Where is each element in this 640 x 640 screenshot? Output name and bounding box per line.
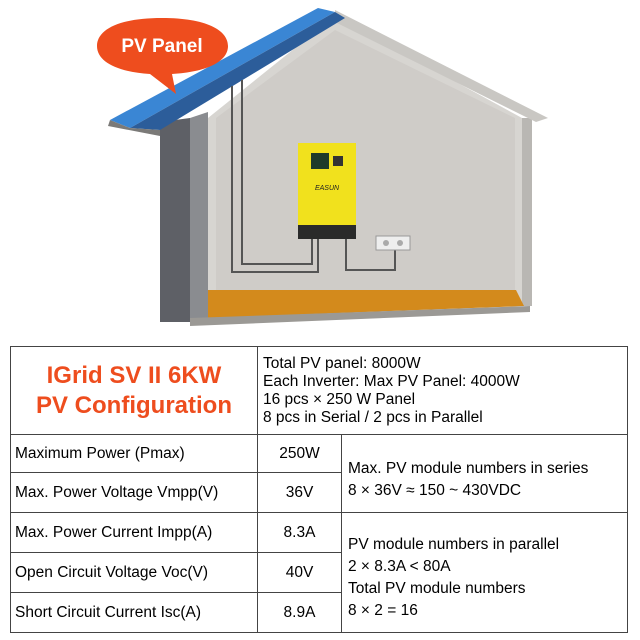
parallel-note-line: PV module numbers in parallel (348, 535, 560, 553)
inverter-base (298, 225, 356, 239)
pv-wire-1 (231, 86, 319, 273)
inverter-buttons (333, 156, 343, 166)
table-row: Open Circuit Voltage Voc(V) 40V (10, 552, 628, 593)
table-row: Short Circuit Current Isc(A) 8.9A (10, 592, 628, 633)
series-note-cell: Max. PV module numbers in series 8 × 36V… (340, 434, 629, 513)
spec-value: 40V (257, 552, 342, 593)
spec-label: Maximum Power (Pmax) (10, 434, 258, 473)
table-header-row: IGrid SV II 6KW PV Configuration Total P… (10, 346, 629, 435)
table-row: Max. Power Voltage Vmpp(V) 36V (10, 472, 628, 513)
spec-value: 250W (257, 434, 342, 473)
table-row: Maximum Power (Pmax) 250W Max. PV module… (10, 434, 629, 513)
spec-label: Open Circuit Voltage Voc(V) (10, 552, 258, 593)
roof-right (335, 10, 548, 122)
inverter-brand: EASUN (315, 185, 340, 192)
config-title-line1: IGrid SV II 6KW (46, 361, 222, 389)
interior-back-wall (216, 30, 515, 290)
parallel-note-line: Total PV module numbers (348, 579, 526, 597)
spec-value: 8.9A (257, 592, 342, 633)
pv-panel-roof (110, 8, 335, 128)
pv-wire-2 (241, 80, 313, 265)
power-socket (375, 235, 411, 251)
series-note-line: Max. PV module numbers in series (348, 459, 589, 477)
config-title-cell: IGrid SV II 6KW PV Configuration (10, 346, 258, 435)
table-row: Max. Power Current Impp(A) 8.3A PV modul… (10, 512, 629, 633)
parallel-note-line: 2 × 8.3A < 80A (348, 557, 451, 575)
info-line: Total PV panel: 8000W (263, 354, 421, 372)
roof-edge (108, 120, 160, 136)
house-illustration: EASUN PV Panel (97, 8, 548, 326)
config-info-cell: Total PV panel: 8000W Each Inverter: Max… (256, 346, 629, 435)
pv-config-table: IGrid SV II 6KW PV Configuration Total P… (10, 346, 629, 633)
callout-label: PV Panel (121, 36, 202, 57)
info-line: Each Inverter: Max PV Panel: 4000W (263, 372, 520, 390)
callout-bubble (97, 18, 228, 94)
spec-value: 8.3A (257, 512, 342, 553)
spec-label: Max. Power Voltage Vmpp(V) (10, 472, 258, 513)
info-line: 16 pcs × 250 W Panel (263, 390, 416, 408)
base-slab (190, 306, 530, 326)
spec-label: Short Circuit Current Isc(A) (10, 592, 258, 633)
spec-label: Max. Power Current Impp(A) (10, 512, 258, 553)
ac-wire (345, 238, 396, 271)
config-title-line2: PV Configuration (36, 391, 232, 419)
parallel-note-cell: PV module numbers in parallel 2 × 8.3A <… (340, 512, 629, 633)
left-wall-face (190, 112, 208, 322)
inverter-display (311, 153, 329, 169)
socket-hole-2 (397, 240, 403, 246)
info-line: 8 pcs in Serial / 2 pcs in Parallel (263, 408, 483, 426)
socket-hole-1 (383, 240, 389, 246)
left-wall (160, 118, 190, 322)
pv-panel-shade (130, 12, 345, 130)
right-wall (522, 118, 532, 306)
parallel-note-line: 8 × 2 = 16 (348, 601, 418, 619)
floor (208, 290, 524, 318)
spec-value: 36V (257, 472, 342, 513)
series-note-line: 8 × 36V ≈ 150 ~ 430VDC (348, 481, 522, 499)
